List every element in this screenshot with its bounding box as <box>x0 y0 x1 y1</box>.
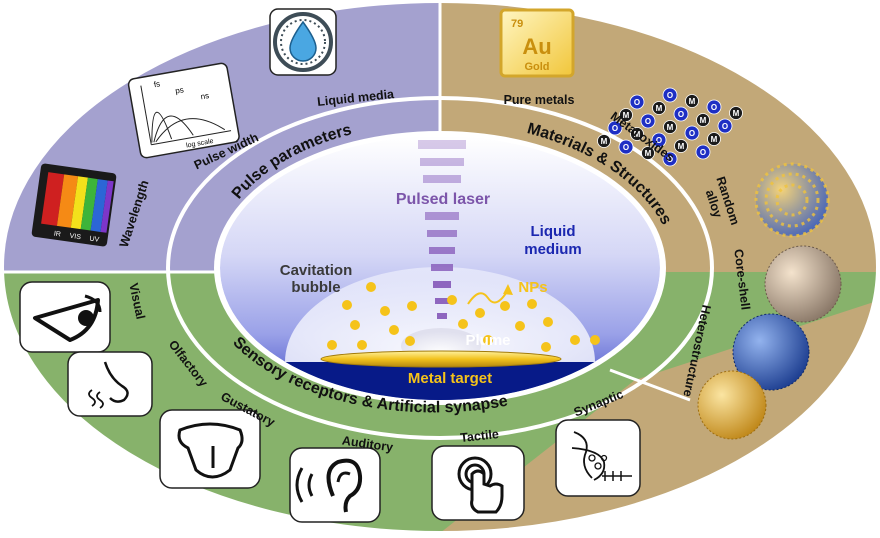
plume-label: Plume <box>465 332 510 349</box>
oxygen-letter: O <box>667 91 673 100</box>
ps-label: ps <box>175 85 185 95</box>
ear-icon <box>289 447 381 523</box>
ns-label: ns <box>200 91 210 101</box>
touch-icon <box>431 445 525 521</box>
pulsed-laser-label: Pulsed laser <box>396 191 490 208</box>
oxygen-atom <box>651 132 667 148</box>
metal-letter: M <box>645 149 652 158</box>
oxygen-letter: O <box>656 136 662 145</box>
oxygen-letter: O <box>711 103 717 112</box>
oxygen-atom <box>717 118 733 134</box>
tongue-icon <box>159 409 261 489</box>
metal-atom <box>674 139 688 153</box>
uv-label: UV <box>89 236 100 244</box>
oxygen-letter: O <box>689 129 695 138</box>
gold-number: 79 <box>511 18 523 30</box>
metal-atom <box>696 113 710 127</box>
metal-target <box>320 350 562 368</box>
pulse-width-icon: fs ps ns log scale <box>127 62 240 159</box>
oxygen-atom <box>695 144 711 160</box>
gold-name: Gold <box>524 61 549 73</box>
metal-letter: M <box>667 123 674 132</box>
metal-atom <box>619 108 633 122</box>
metal-letter: M <box>689 97 696 106</box>
oxygen-atom <box>684 125 700 141</box>
random-alloy-icon <box>754 162 830 238</box>
synapse-icon <box>555 419 641 497</box>
cavitation-label-2: bubble <box>291 279 340 296</box>
metal-letter: M <box>711 135 718 144</box>
core-shell-icon <box>764 245 842 323</box>
oxygen-atom <box>640 113 656 129</box>
oxygen-letter: O <box>722 122 728 131</box>
oxygen-atom <box>673 106 689 122</box>
gold-element-icon: 79 Au Gold <box>499 8 575 78</box>
cavitation-label-1: Cavitation <box>280 262 353 279</box>
wavelength-icon: IR VIS UV <box>31 163 117 247</box>
metal-atom <box>641 146 655 160</box>
oxygen-letter: O <box>678 110 684 119</box>
nps-label: NPs <box>518 279 547 296</box>
metal-atom <box>729 106 743 120</box>
oxygen-letter: O <box>700 148 706 157</box>
metal-atom <box>707 132 721 146</box>
metal-atom <box>663 120 677 134</box>
log-scale-label: log scale <box>186 138 215 150</box>
liquid-medium-label-2: medium <box>524 241 582 258</box>
oxygen-atom <box>706 99 722 115</box>
metal-letter: M <box>700 116 707 125</box>
metal-atom <box>597 134 611 148</box>
liquid-media-icon <box>269 8 337 76</box>
metal-target-label: Metal target <box>408 370 492 387</box>
heterostructure-icon <box>697 313 810 440</box>
oxygen-atom <box>629 94 645 110</box>
metal-letter: M <box>601 137 608 146</box>
oxygen-atom <box>662 87 678 103</box>
metal-letter: M <box>733 109 740 118</box>
metal-atom <box>652 101 666 115</box>
tactile-label: Tactile <box>460 427 500 445</box>
oxygen-letter: O <box>634 98 640 107</box>
metal-letter: M <box>634 130 641 139</box>
ir-label: IR <box>53 231 61 239</box>
eye-icon <box>19 281 111 353</box>
nanoparticles <box>327 282 600 352</box>
fs-label: fs <box>153 79 161 89</box>
metal-atom <box>630 127 644 141</box>
laser-ablation-core <box>220 136 660 400</box>
gold-symbol: Au <box>522 34 551 59</box>
laser-beam <box>418 140 466 319</box>
oxygen-letter: O <box>645 117 651 126</box>
oxygen-atom <box>618 139 634 155</box>
oxygen-letter: O <box>623 143 629 152</box>
oxygen-atom <box>607 120 623 136</box>
oxygen-letter: O <box>667 155 673 164</box>
oxygen-letter: O <box>612 124 618 133</box>
liquid-medium-label-1: Liquid <box>531 223 576 240</box>
metal-letter: M <box>678 142 685 151</box>
metal-letter: M <box>623 111 630 120</box>
oxygen-atom <box>662 151 678 167</box>
nose-icon <box>67 351 153 417</box>
metal-letter: M <box>656 104 663 113</box>
metal-atom <box>685 94 699 108</box>
vis-label: VIS <box>69 233 81 242</box>
pure-metals-label: Pure metals <box>504 93 575 107</box>
